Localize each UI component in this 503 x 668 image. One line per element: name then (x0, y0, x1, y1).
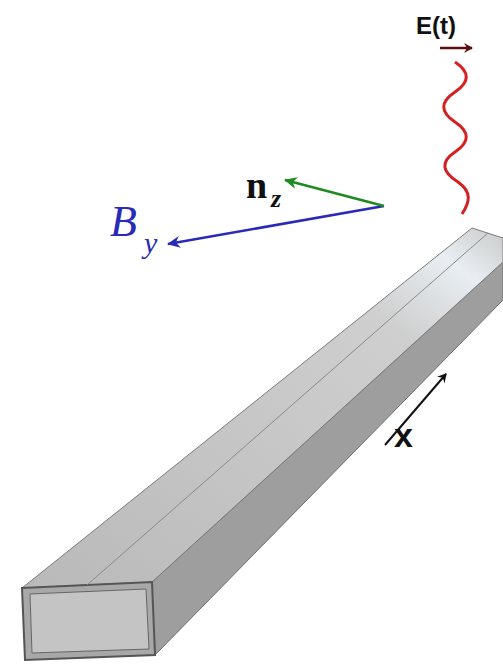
field-arrow (440, 47, 472, 50)
axis-label: x (394, 418, 413, 452)
signal-label: E(t) (416, 14, 456, 38)
pulse-wave (444, 62, 469, 214)
field-subscript: y (144, 228, 157, 258)
bar (22, 228, 503, 660)
normal-vector-arrow (285, 180, 384, 206)
vector-symbol: n (246, 166, 267, 204)
field-symbol: B (110, 200, 137, 244)
vector-subscript: z (271, 186, 281, 212)
